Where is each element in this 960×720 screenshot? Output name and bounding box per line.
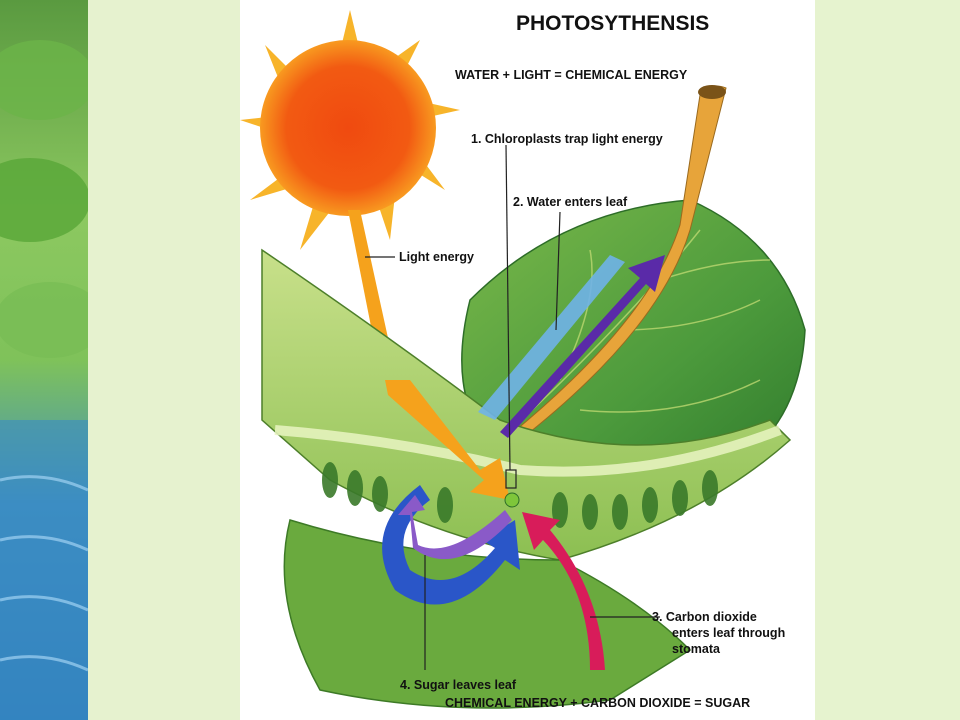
- sugar-arrow-blue-icon: [382, 485, 520, 605]
- sun-icon: [260, 40, 436, 216]
- label-step-4: 4. Sugar leaves leaf: [400, 678, 517, 692]
- equation-bottom: CHEMICAL ENERGY + CARBON DIOXIDE = SUGAR: [445, 696, 751, 710]
- equation-top: WATER + LIGHT = CHEMICAL ENERGY: [455, 68, 688, 82]
- light-energy-stream: [348, 210, 395, 372]
- co2-arrow-icon: [522, 512, 605, 670]
- diagram-title: PHOTOSYTHENSIS: [516, 12, 710, 35]
- energy-arrow-icon: [500, 255, 665, 438]
- chloroplast-icon: [504, 492, 520, 508]
- water-arrow-icon: [478, 255, 625, 420]
- label-step-3-line2: enters leaf through: [672, 626, 786, 640]
- diagram-artwork: [240, 10, 806, 709]
- label-light-energy: Light energy: [399, 250, 475, 264]
- left-decor-panel: [0, 0, 88, 720]
- right-decor-panel: [815, 0, 960, 720]
- leaf-decoration-icon: [0, 40, 88, 720]
- leader-lines: [365, 144, 660, 670]
- light-arrow-icon: [385, 380, 510, 500]
- label-step-3-line3: stomata: [672, 642, 720, 656]
- sugar-arrow-purple-icon: [398, 495, 512, 560]
- leaf-stem-icon: [509, 85, 727, 441]
- label-step-2: 2. Water enters leaf: [513, 195, 628, 209]
- label-step-1: 1. Chloroplasts trap light energy: [471, 132, 663, 146]
- background-panel: [88, 0, 240, 720]
- photosynthesis-diagram: PHOTOSYTHENSIS WATER + LIGHT = CHEMICAL …: [240, 0, 815, 720]
- label-step-3-line1: 3. Carbon dioxide: [652, 610, 757, 624]
